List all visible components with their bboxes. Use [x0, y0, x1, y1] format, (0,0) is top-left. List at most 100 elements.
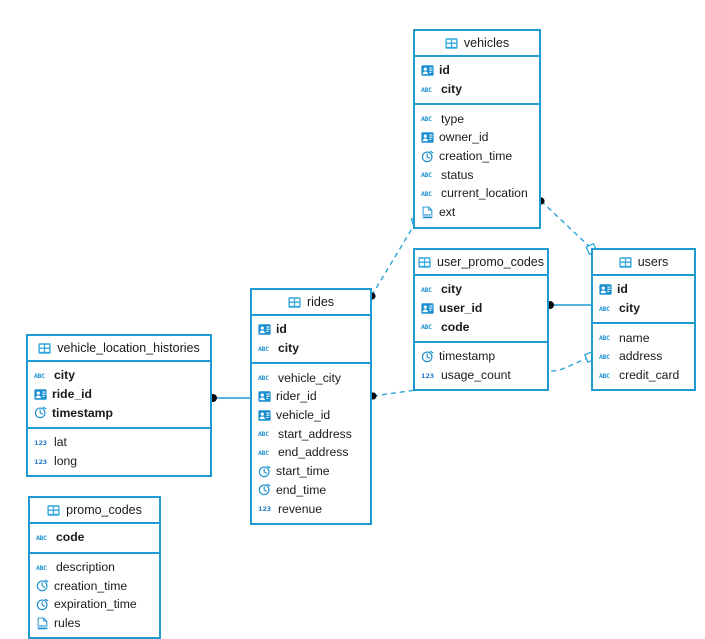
field-label: city	[619, 301, 641, 316]
id-card-icon	[421, 64, 434, 77]
field-row[interactable]: creation_time	[30, 576, 159, 595]
field-row[interactable]: timestamp	[28, 403, 210, 422]
svg-text:ABC: ABC	[421, 287, 432, 294]
clock-icon	[258, 465, 271, 478]
field-label: vehicle_city	[278, 370, 341, 385]
field-row[interactable]: owner_id	[415, 128, 539, 147]
table-icon	[418, 256, 431, 269]
rel-vlh-rides[interactable]	[209, 394, 250, 402]
field-label: ext	[439, 205, 456, 220]
abc-text-icon: ABC	[599, 332, 614, 343]
rel-upc-users[interactable]	[546, 301, 591, 309]
field-label: id	[439, 63, 450, 78]
field-label: timestamp	[439, 349, 496, 364]
table-icon	[619, 256, 632, 269]
field-label: timestamp	[52, 405, 113, 420]
table-icon	[288, 296, 301, 309]
svg-text:ABC: ABC	[599, 335, 610, 342]
abc-text-icon: ABC	[421, 84, 436, 95]
abc-text-icon: ABC	[599, 351, 614, 362]
field-label: rules	[54, 616, 81, 631]
field-label: current_location	[441, 186, 528, 201]
json-file-icon: JSON	[421, 206, 434, 219]
field-label: end_time	[276, 482, 327, 497]
svg-text:ABC: ABC	[258, 431, 269, 438]
field-row[interactable]: ABC credit_card	[593, 366, 694, 385]
field-row[interactable]: ABC city	[252, 339, 370, 358]
field-row[interactable]: 123 long	[28, 452, 210, 471]
field-label: ride_id	[52, 387, 92, 402]
field-label: id	[617, 282, 628, 297]
field-row[interactable]: ABC city	[593, 299, 694, 318]
clock-icon	[34, 406, 47, 419]
field-row[interactable]: timestamp	[415, 347, 547, 366]
table-icon	[38, 342, 51, 355]
svg-text:ABC: ABC	[599, 373, 610, 380]
field-label: long	[54, 454, 78, 469]
field-row[interactable]: rider_id	[252, 387, 370, 406]
field-row[interactable]: creation_time	[415, 147, 539, 166]
field-label: credit_card	[619, 368, 680, 383]
clock-icon	[36, 598, 49, 611]
entity-name-label: vehicles	[463, 36, 510, 50]
rel-vehicles-users[interactable]	[537, 197, 598, 256]
svg-text:ABC: ABC	[421, 324, 432, 331]
entity-title-user_promo_codes: user_promo_codes	[415, 250, 547, 276]
field-label: code	[441, 319, 470, 334]
abc-text-icon: ABC	[421, 188, 436, 199]
field-label: city	[441, 282, 463, 297]
field-row[interactable]: JSON ext	[415, 203, 539, 222]
entity-title-promo_codes: promo_codes	[30, 498, 159, 524]
field-label: city	[278, 341, 300, 356]
field-row[interactable]: user_id	[415, 299, 547, 318]
field-row[interactable]: start_time	[252, 462, 370, 481]
abc-text-icon: ABC	[258, 343, 273, 354]
field-row[interactable]: id	[593, 280, 694, 299]
entity-title-rides: rides	[252, 290, 370, 316]
svg-text:ABC: ABC	[599, 354, 610, 361]
abc-text-icon: ABC	[36, 562, 51, 573]
table-icon	[47, 504, 60, 517]
field-row[interactable]: id	[415, 61, 539, 80]
field-row[interactable]: id	[252, 320, 370, 339]
field-label: revenue	[278, 501, 323, 516]
svg-text:123: 123	[34, 458, 48, 466]
field-row[interactable]: ride_id	[28, 385, 210, 404]
field-row[interactable]: ABC current_location	[415, 184, 539, 203]
field-row[interactable]: ABC code	[415, 317, 547, 336]
field-row[interactable]: ABC city	[415, 280, 547, 299]
table-icon	[445, 37, 458, 50]
field-row[interactable]: expiration_time	[30, 595, 159, 614]
field-row[interactable]: vehicle_id	[252, 406, 370, 425]
abc-text-icon: ABC	[599, 303, 614, 314]
field-row[interactable]: end_time	[252, 481, 370, 500]
id-card-icon	[34, 388, 47, 401]
